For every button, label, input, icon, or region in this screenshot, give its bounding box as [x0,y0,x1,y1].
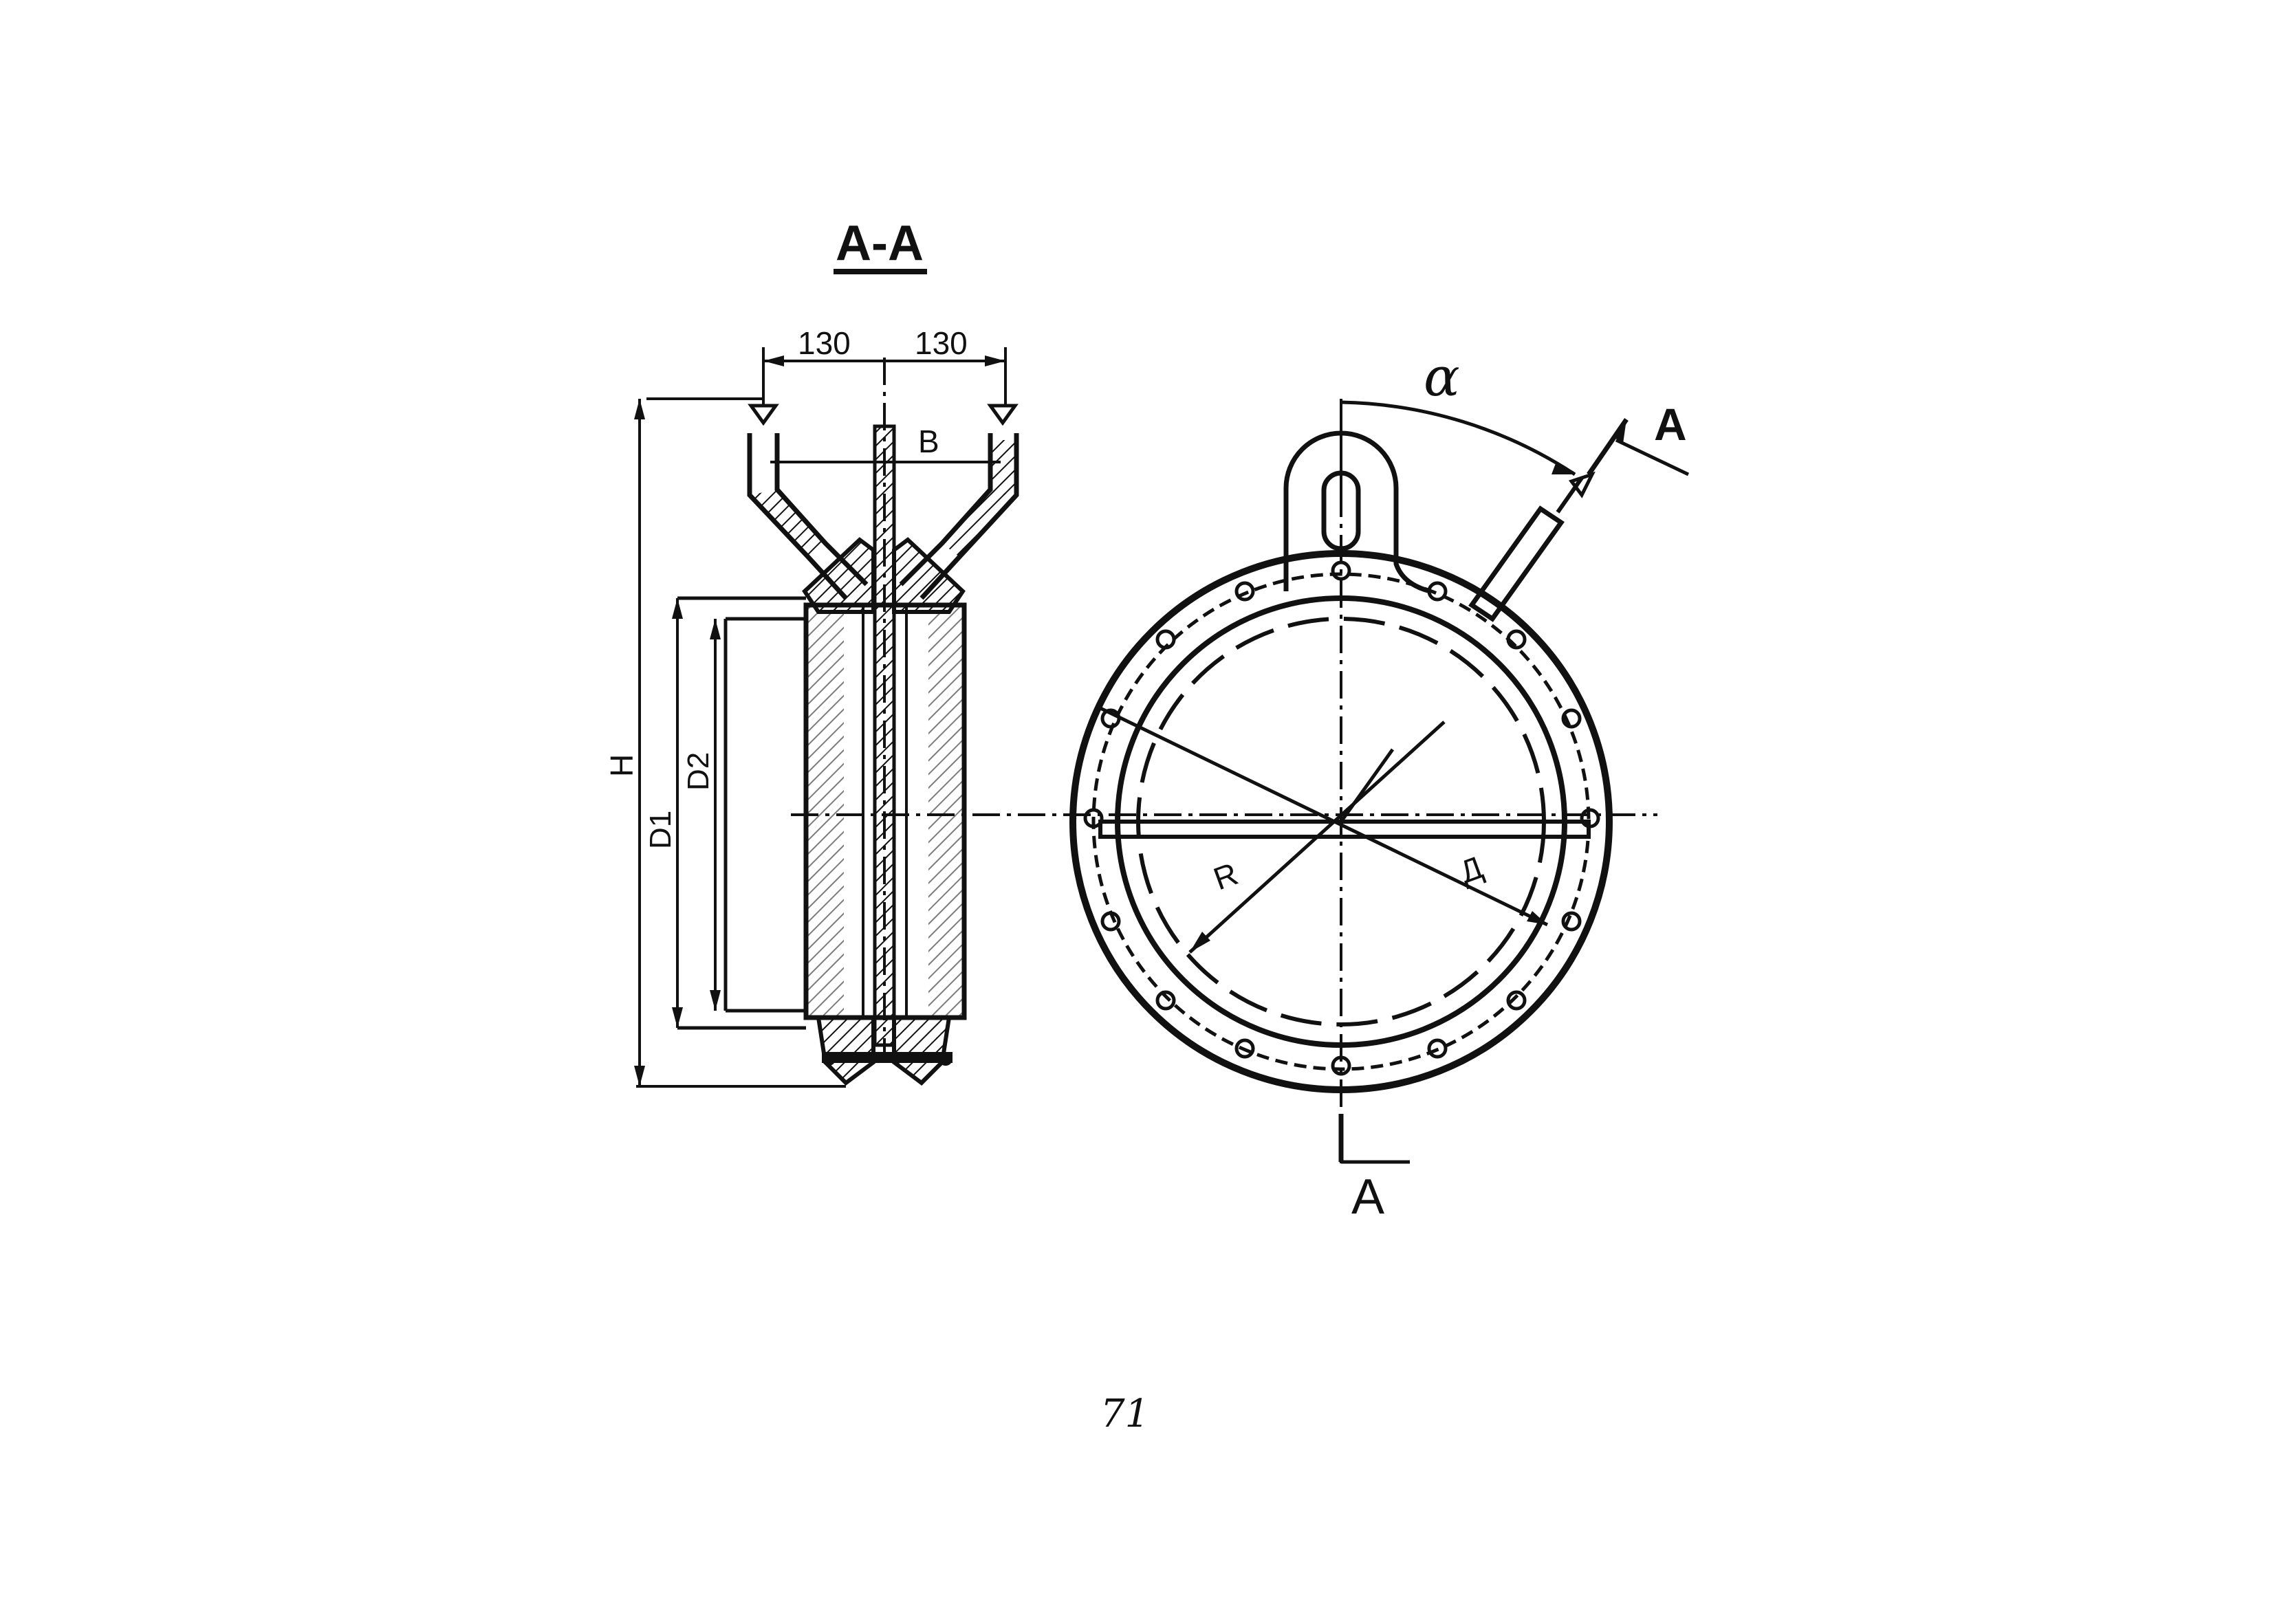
label-d1: D1 [644,811,677,849]
dim-130-left: 130 [798,325,851,361]
lifting-lug [1283,430,1431,594]
cut-mark-bottom: A [1338,1114,1410,1225]
label-b: B [918,424,939,459]
dim-d2: D2 [682,619,721,1011]
split-bar [1098,820,1591,839]
section-view: A-A 130 130 B [604,216,1657,1088]
cut-label-top: A [1654,399,1687,450]
label-r: R [1209,855,1243,897]
angle-alpha: α [1340,347,1576,495]
dim-130-right: 130 [915,325,968,361]
lower-flange [816,1016,875,1086]
label-h: H [604,754,640,777]
dim-d1: D1 [644,598,683,1028]
page-number: 71 [1100,1392,1149,1436]
cut-mark-top: A [1587,399,1690,476]
gate-disc [873,424,896,1047]
angled-spindle [1468,471,1596,622]
dim-h: H [604,397,846,1088]
section-title: A-A [836,216,924,271]
cut-label-bottom: A [1351,1170,1384,1225]
label-alpha: α [1424,347,1460,408]
bottom-bolt [822,1052,953,1063]
label-d2: D2 [682,752,715,791]
front-view: R Д α A A [1069,347,1690,1225]
flange-bolts [1083,560,1600,1076]
